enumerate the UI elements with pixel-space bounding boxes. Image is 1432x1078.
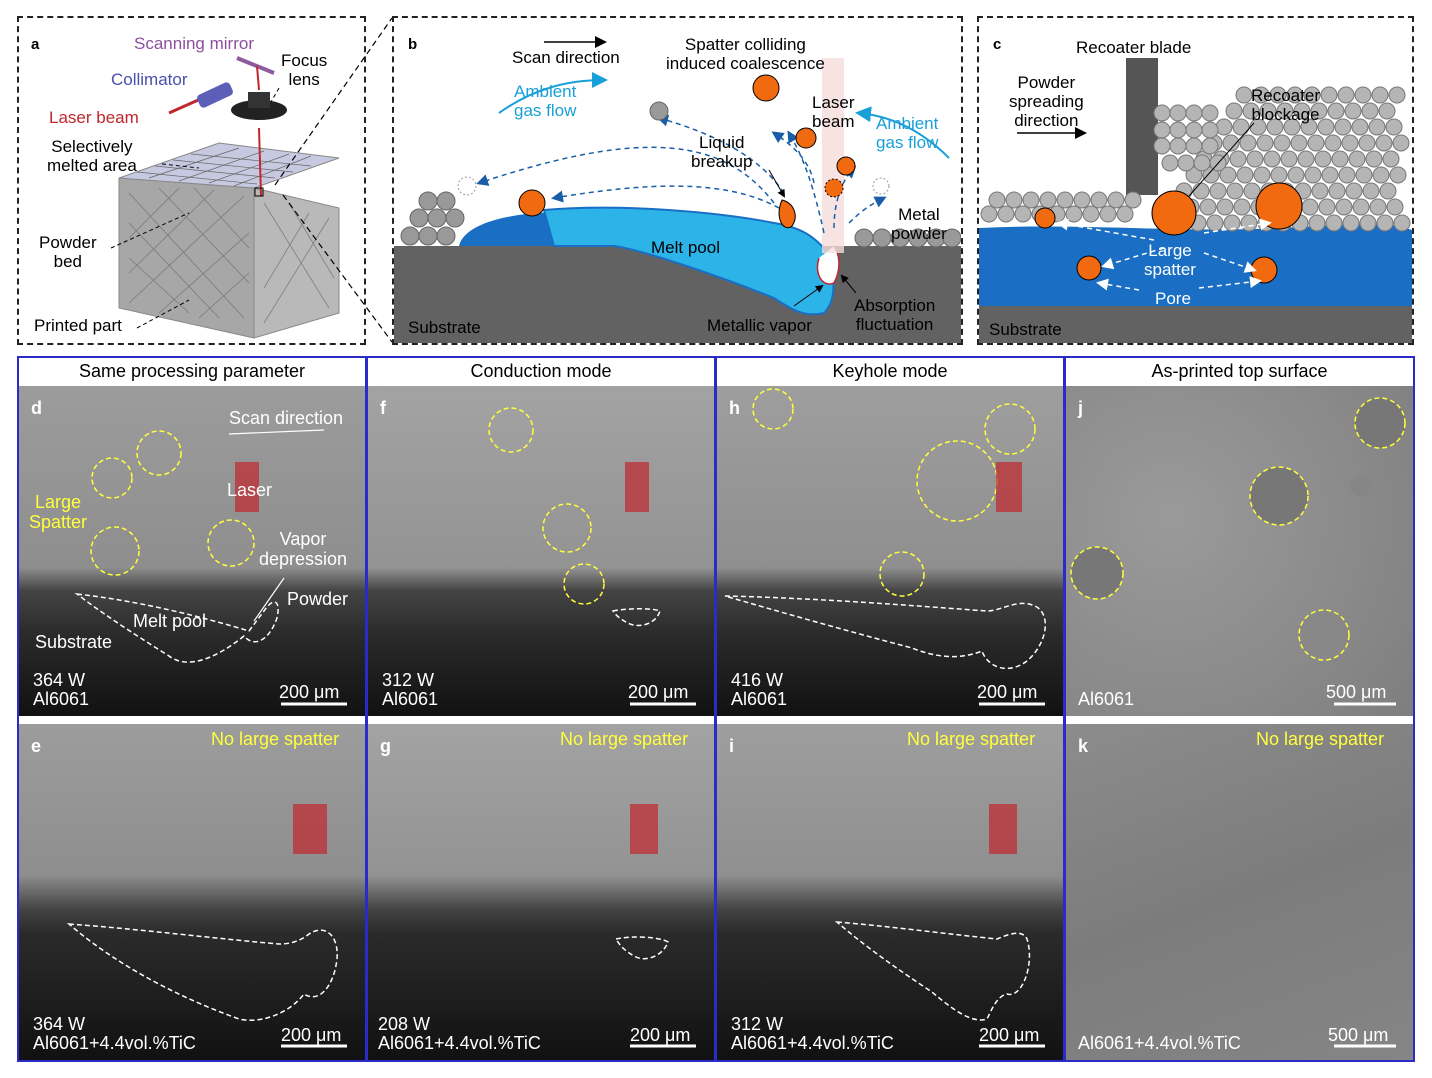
label-no-large-spatter: No large spatter [907, 729, 1036, 749]
image-label: g [380, 736, 391, 756]
label-material: Al6061 [382, 689, 439, 709]
label-selectively-melted: Selectively melted area [47, 137, 137, 175]
zoom-connector [274, 17, 393, 343]
label-melt-pool: Melt pool [651, 238, 720, 257]
label-melt-pool: Melt pool [133, 611, 207, 631]
label-laser-beam: Laser beam [49, 108, 139, 127]
label-power: 208 W [378, 1014, 431, 1034]
scale-bar-label: 200 μm [279, 682, 340, 702]
label-large-spatter: Large Spatter [29, 492, 88, 532]
label-no-large-spatter: No large spatter [1256, 729, 1385, 749]
label-material: Al6061+4.4vol.%TiC [378, 1033, 541, 1053]
image-j-overlay [1070, 397, 1406, 706]
panel-label: b [408, 36, 418, 53]
label-recoater-blade: Recoater blade [1076, 38, 1192, 57]
melt-pool-illustration [394, 36, 961, 343]
label-no-large-spatter: No large spatter [211, 729, 340, 749]
label-collimator: Collimator [111, 70, 188, 89]
label-scanning-mirror: Scanning mirror [134, 34, 254, 53]
image-label: i [729, 736, 735, 756]
label-scan-direction: Scan direction [229, 408, 344, 428]
image-h: h 416 W Al6061 200 μm [717, 386, 1063, 716]
label-powder: Powder [287, 589, 349, 609]
label-powder-bed: Powder bed [39, 233, 97, 271]
column-title: Conduction mode [470, 361, 612, 381]
label-scan-direction: Scan direction [512, 48, 620, 67]
scale-bar-label: 200 μm [628, 682, 689, 702]
scale-bar-label: 200 μm [977, 682, 1038, 702]
image-e: e No large spatter 364 W Al6061+4.4vol.%… [19, 724, 365, 1060]
label-laser-beam: Laser beam [812, 93, 855, 131]
image-label: j [1078, 398, 1084, 418]
scale-bar-label: 200 μm [281, 1025, 342, 1045]
image-label: f [380, 398, 386, 418]
image-e-overlay [66, 804, 347, 1048]
image-g-overlay [614, 804, 696, 1048]
image-h-overlay [724, 388, 1046, 706]
label-material: Al6061 [1078, 689, 1135, 709]
scale-bar-label: 500 μm [1326, 682, 1387, 702]
label-spatter-colliding: Spatter colliding induced coalescence [666, 35, 825, 73]
label-material: Al6061+4.4vol.%TiC [1078, 1033, 1241, 1053]
image-k-overlay [1334, 1044, 1396, 1048]
printer-illustration [110, 56, 340, 339]
label-power: 364 W [33, 670, 86, 690]
label-substrate: Substrate [408, 318, 481, 337]
label-powder-spreading: Powder spreading direction [1009, 73, 1084, 130]
image-i-overlay [834, 804, 1045, 1048]
label-substrate: Substrate [989, 320, 1062, 339]
column-title: Keyhole mode [832, 361, 948, 381]
label-ambient-right: Ambient gas flow [876, 114, 939, 152]
image-label: e [31, 736, 42, 756]
label-recoater-blockage: Recoater blockage [1251, 86, 1320, 124]
image-i: i No large spatter 312 W Al6061+4.4vol.%… [717, 724, 1063, 1060]
label-material: Al6061+4.4vol.%TiC [731, 1033, 894, 1053]
column-title: As-printed top surface [1151, 361, 1328, 381]
panel-a: a [17, 16, 366, 345]
image-d-overlay [74, 429, 347, 706]
image-d: d Scan direction Laser Large Spatter Vap… [19, 386, 365, 716]
label-vapor-depression: Vapor depression [259, 529, 348, 569]
label-power: 416 W [731, 670, 784, 690]
column-title: Same processing parameter [78, 361, 306, 381]
scale-bar-label: 200 μm [979, 1025, 1040, 1045]
label-material: Al6061+4.4vol.%TiC [33, 1033, 196, 1053]
label-substrate: Substrate [35, 632, 113, 652]
panel-b: b [392, 16, 963, 345]
image-f-overlay [488, 407, 696, 706]
image-label: h [729, 398, 740, 418]
label-metal-powder: Metal powder [891, 205, 947, 243]
scale-bar-label: 200 μm [630, 1025, 691, 1045]
image-k: k No large spatter Al6061+4.4vol.%TiC 50… [1066, 724, 1413, 1060]
label-material: Al6061 [33, 689, 90, 709]
panel-label: c [993, 36, 1002, 53]
label-power: 364 W [33, 1014, 86, 1034]
image-label: k [1078, 736, 1089, 756]
image-f: f 312 W Al6061 200 μm [368, 386, 714, 716]
label-large-spatter: Large spatter [1144, 241, 1196, 279]
label-material: Al6061 [731, 689, 788, 709]
label-printed-part: Printed part [34, 316, 122, 335]
label-power: 312 W [731, 1014, 784, 1034]
label-ambient-left: Ambient gas flow [514, 82, 577, 120]
scale-bar-label: 500 μm [1328, 1025, 1389, 1045]
label-no-large-spatter: No large spatter [560, 729, 689, 749]
label-pore: Pore [1155, 289, 1191, 308]
label-power: 312 W [382, 670, 435, 690]
recoater-illustration [979, 58, 1412, 343]
label-liquid-breakup: Liquid breakup [691, 133, 753, 171]
image-j: j Al6061 500 μm [1066, 386, 1413, 716]
image-label: d [31, 398, 42, 418]
label-metallic-vapor: Metallic vapor [707, 316, 812, 335]
label-absorption: Absorption fluctuation [854, 296, 936, 334]
image-g: g No large spatter 208 W Al6061+4.4vol.%… [368, 724, 714, 1060]
label-laser: Laser [227, 480, 273, 500]
panel-label: a [31, 36, 40, 53]
panel-c: c Recoater blade Powder spreading direct… [977, 16, 1414, 345]
label-focus-lens: Focus lens [281, 51, 328, 89]
